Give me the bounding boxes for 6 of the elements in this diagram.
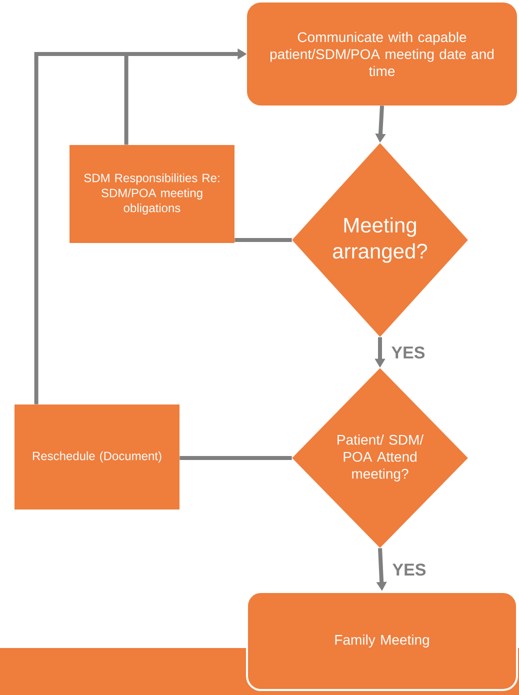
edge-label: YES <box>392 346 425 359</box>
process-box: Reschedule (Document) <box>14 404 180 510</box>
process-box: Communicate with capable patient/SDM/POA meeting date and time <box>247 2 517 106</box>
edge-label: YES <box>392 564 426 576</box>
process-box: SDM Responsibilities Re: SDM/POA meeting obligations <box>70 145 234 243</box>
process-box: Family Meeting <box>246 591 518 691</box>
